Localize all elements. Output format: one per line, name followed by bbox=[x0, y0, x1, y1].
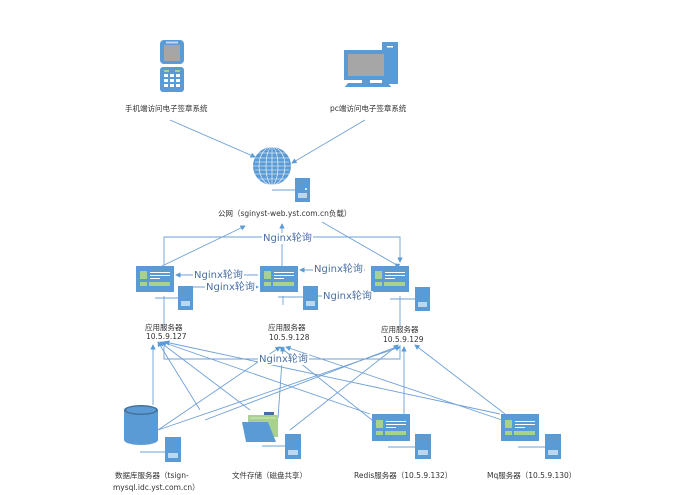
database-label-line1: 数据库服务器（tsign- bbox=[115, 471, 189, 480]
app-server-2-tower-icon bbox=[303, 286, 318, 310]
app-server-1-window-icon bbox=[136, 266, 174, 292]
nginx-label-left-to-mid: Nginx轮询 bbox=[205, 282, 256, 293]
pc-to-internet-line bbox=[291, 119, 366, 164]
redis-server-tower-icon bbox=[415, 434, 431, 459]
file-storage-label: 文件存储（磁盘共享） bbox=[232, 471, 307, 480]
nginx-label-bottom: Nginx轮询 bbox=[258, 354, 309, 365]
internet-label: 公网（sginyst-web.yst.com.cn负载） bbox=[218, 209, 352, 218]
server-tower-icon bbox=[295, 178, 310, 202]
app1-to-internet-line bbox=[159, 225, 246, 268]
desktop-computer-icon bbox=[344, 42, 398, 87]
folder-icon bbox=[242, 412, 278, 442]
app-server-2-window-icon bbox=[260, 266, 298, 292]
app-server-1-title: 应用服务器 bbox=[145, 323, 183, 332]
nginx-label-mid-to-left: Nginx轮询 bbox=[193, 270, 244, 281]
database-label-line2: mysql.idc.yst.com.cn） bbox=[113, 483, 200, 492]
file-storage-tower-icon bbox=[285, 434, 301, 459]
mq-label: Mq服务器（10.5.9.130） bbox=[487, 471, 577, 480]
internet-to-app3-line bbox=[321, 221, 401, 269]
database-icon bbox=[124, 405, 158, 445]
nginx-label-top: Nginx轮询 bbox=[262, 233, 313, 244]
app-server-1-ip: 10.5.9.127 bbox=[146, 332, 187, 341]
mq-server-tower-icon bbox=[545, 434, 561, 459]
mobile-client-label: 手机端访问电子签章系统 bbox=[125, 104, 208, 113]
app-server-3-ip: 10.5.9.129 bbox=[383, 335, 424, 344]
database-server-tower-icon bbox=[165, 437, 181, 462]
globe-icon bbox=[253, 146, 291, 186]
mq-server-window-icon bbox=[501, 414, 539, 441]
nginx-label-right-to-mid: Nginx轮询 bbox=[313, 264, 364, 275]
redis-label: Redis服务器（10.5.9.132） bbox=[354, 471, 453, 480]
app-server-3-title: 应用服务器 bbox=[381, 325, 419, 334]
mobile-phone-icon bbox=[160, 40, 184, 92]
pc-client-label: pc端访问电子签章系统 bbox=[330, 104, 407, 113]
app-server-2-title: 应用服务器 bbox=[268, 323, 306, 332]
redis-server-window-icon bbox=[372, 414, 410, 441]
app-server-2-ip: 10.5.9.128 bbox=[269, 333, 310, 342]
app-server-3-window-icon bbox=[371, 266, 409, 292]
mobile-to-internet-line bbox=[169, 119, 256, 158]
nginx-label-mid-to-right: Nginx轮询 bbox=[322, 291, 373, 302]
app-server-1-tower-icon bbox=[178, 286, 193, 310]
app-server-3-tower-icon bbox=[415, 287, 430, 311]
